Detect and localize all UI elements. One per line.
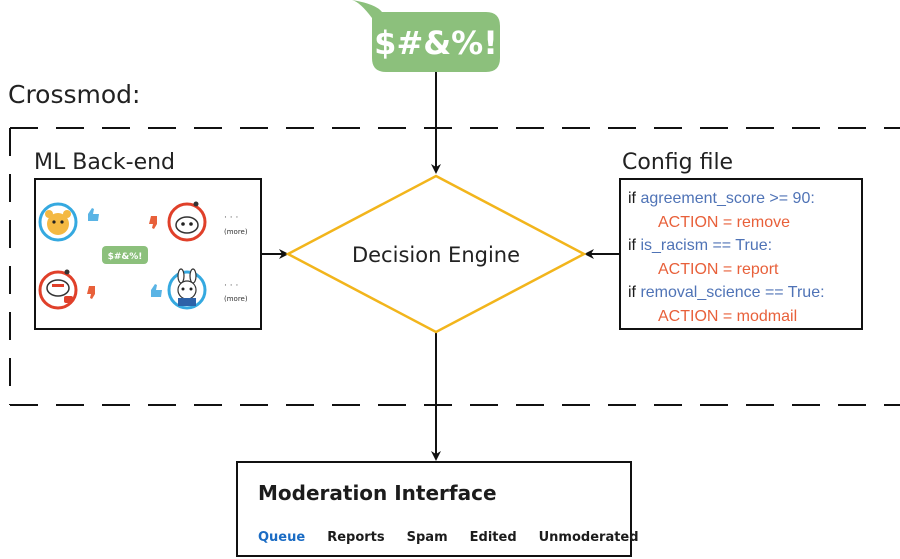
crossmod-region-border: [9, 127, 900, 406]
tab-queue[interactable]: Queue: [258, 530, 306, 545]
moderation-tabs: Queue Reports Spam Edited Unmoderated: [258, 530, 639, 545]
rule-condition: is_racism == True:: [640, 237, 773, 254]
moderation-interface-panel: Moderation Interface Queue Reports Spam …: [236, 461, 639, 557]
tab-unmoderated[interactable]: Unmoderated: [538, 530, 639, 545]
more-label-2: (more): [224, 295, 248, 303]
decision-engine-diamond: [285, 174, 587, 334]
ml-backend-title: ML Back-end: [34, 150, 176, 175]
rule-action: ACTION = modmail: [658, 307, 798, 325]
thumbs-down-icon: [149, 216, 157, 229]
config-rule-1-condition: if agreement_score >= 90:: [628, 187, 861, 211]
more-label-1: (more): [224, 228, 248, 236]
if-keyword: if: [628, 237, 641, 254]
if-keyword: if: [628, 284, 641, 301]
top-bubble-text: $#&%!: [374, 24, 498, 62]
bear-avatar-icon: [38, 202, 78, 242]
reddit-avatar-sad-icon: [167, 201, 207, 242]
rule-condition: removal_science == True:: [640, 284, 825, 301]
small-bubble-text: $#&%!: [108, 252, 143, 262]
rule-condition: agreement_score >= 90:: [640, 190, 815, 207]
thumbs-up-icon: [88, 208, 99, 221]
if-keyword: if: [628, 190, 641, 207]
crossmod-label: Crossmod:: [8, 80, 141, 109]
small-speech-bubble: $#&%!: [102, 246, 148, 264]
tab-spam[interactable]: Spam: [406, 530, 448, 545]
thumbs-up-icon-2: [151, 284, 162, 297]
config-file-title: Config file: [622, 150, 734, 175]
top-speech-bubble: $#&%!: [352, 0, 500, 72]
moderation-interface-title: Moderation Interface: [258, 481, 497, 505]
ml-backend-panel: · · · (more) $#&%! · · · (more): [34, 178, 262, 330]
tab-reports[interactable]: Reports: [327, 530, 385, 545]
tab-edited[interactable]: Edited: [469, 530, 517, 545]
config-rule-3-condition: if removal_science == True:: [628, 281, 861, 305]
bunny-avatar-icon: [167, 268, 207, 310]
ml-backend-illustration: · · · (more) $#&%! · · · (more): [38, 201, 248, 310]
rule-action: ACTION = report: [658, 260, 779, 278]
config-rule-2-condition: if is_racism == True:: [628, 234, 861, 258]
config-file-panel: if agreement_score >= 90: ACTION = remov…: [619, 178, 863, 330]
ellipsis-2: · · ·: [224, 281, 238, 291]
thumbs-down-icon-2: [87, 286, 95, 299]
ellipsis-1: · · ·: [224, 213, 238, 223]
reddit-avatar-video-icon: [38, 269, 78, 310]
rule-action: ACTION = remove: [658, 213, 791, 231]
decision-engine-label: Decision Engine: [352, 243, 520, 267]
